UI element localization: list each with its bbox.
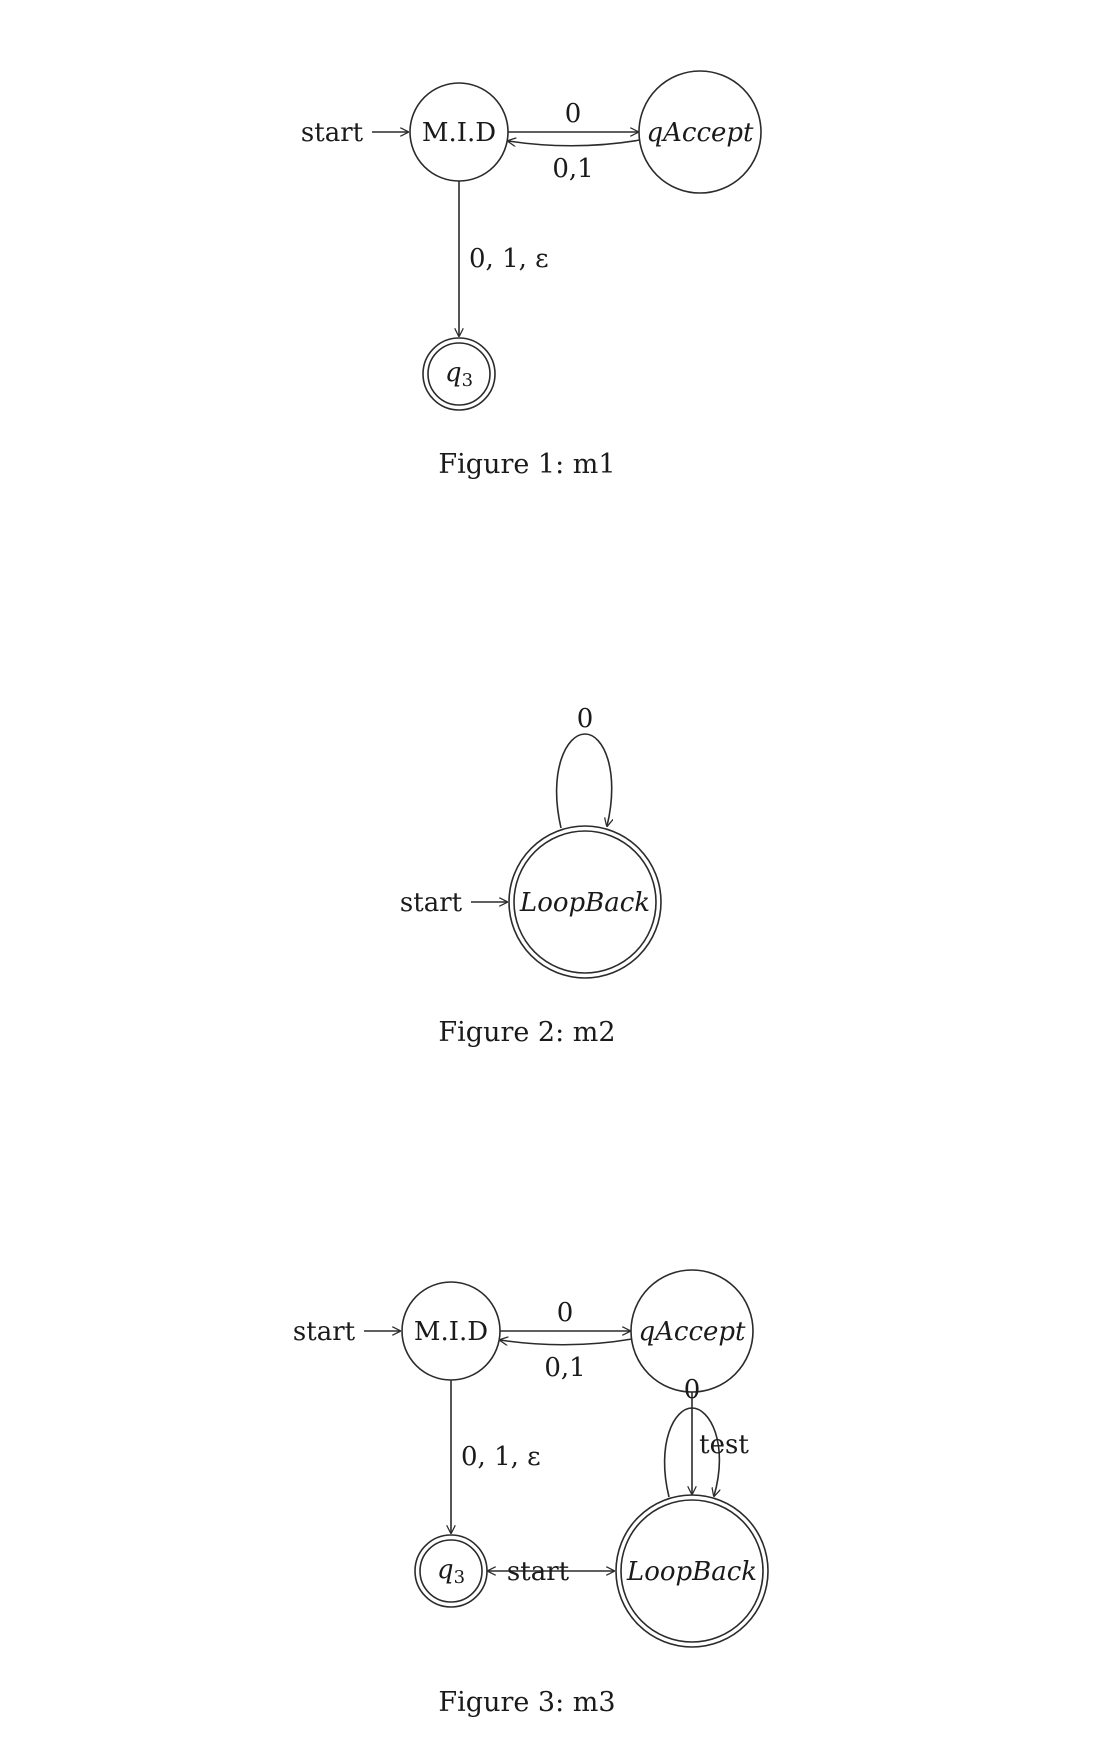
- state-q3-inner: [419, 1539, 483, 1603]
- state-q3-label: q3: [445, 358, 473, 391]
- edge-self-loop: [555, 733, 612, 829]
- edge-label-qaccept-to-loopback: 0: [684, 1375, 701, 1405]
- edge-label-qaccept-to-mid: 0,1: [544, 1353, 585, 1383]
- edge-label-self-loop: 0: [577, 704, 594, 734]
- state-qaccept-label: qAccept: [646, 118, 754, 148]
- state-qaccept: [638, 70, 762, 194]
- start-label: start: [301, 118, 364, 148]
- state-loopback-outer: [615, 1494, 769, 1648]
- edge-qaccept-to-mid: [500, 1339, 633, 1345]
- state-q3-label: q3: [437, 1555, 465, 1588]
- figure-caption: Figure 3: m3: [438, 1687, 615, 1718]
- state-q3-outer: [414, 1534, 488, 1608]
- figure-caption: Figure 2: m2: [438, 1017, 615, 1048]
- state-loopback-inner: [620, 1499, 764, 1643]
- start-label: start: [400, 888, 463, 918]
- edge-loopback-self-loop: [663, 1407, 720, 1497]
- edge-label-loopback-self-loop: test: [699, 1430, 749, 1460]
- edge-label-q3-loopback: start: [507, 1557, 570, 1587]
- edge-qaccept-to-mid: [508, 140, 641, 146]
- figure-caption: Figure 1: m1: [438, 449, 615, 480]
- state-loopback-outer: [508, 825, 662, 979]
- figure-1: start M.I.D qAccept q3 0 0,1 0, 1, ε Fig…: [301, 70, 762, 480]
- edge-label-mid-to-q3: 0, 1, ε: [461, 1442, 541, 1472]
- state-mid-label: M.I.D: [414, 1317, 488, 1347]
- state-mid-label: M.I.D: [422, 118, 496, 148]
- state-loopback-label: LoopBack: [519, 888, 650, 918]
- edge-label-mid-to-q3: 0, 1, ε: [469, 244, 549, 274]
- edge-label-mid-to-qaccept: 0: [565, 99, 582, 129]
- state-qaccept-label: qAccept: [638, 1317, 746, 1347]
- figure-3: start M.I.D qAccept q3 LoopBack 0 0,1 0,…: [293, 1269, 769, 1718]
- figure-2: start LoopBack 0 Figure 2: m2: [400, 704, 662, 1048]
- edge-label-qaccept-to-mid: 0,1: [552, 154, 593, 184]
- start-label: start: [293, 1317, 356, 1347]
- state-q3-outer: [422, 337, 496, 411]
- edge-label-mid-to-qaccept: 0: [557, 1298, 574, 1328]
- state-q3-inner: [427, 342, 491, 406]
- state-loopback-inner: [513, 830, 657, 974]
- state-loopback-label: LoopBack: [626, 1557, 757, 1587]
